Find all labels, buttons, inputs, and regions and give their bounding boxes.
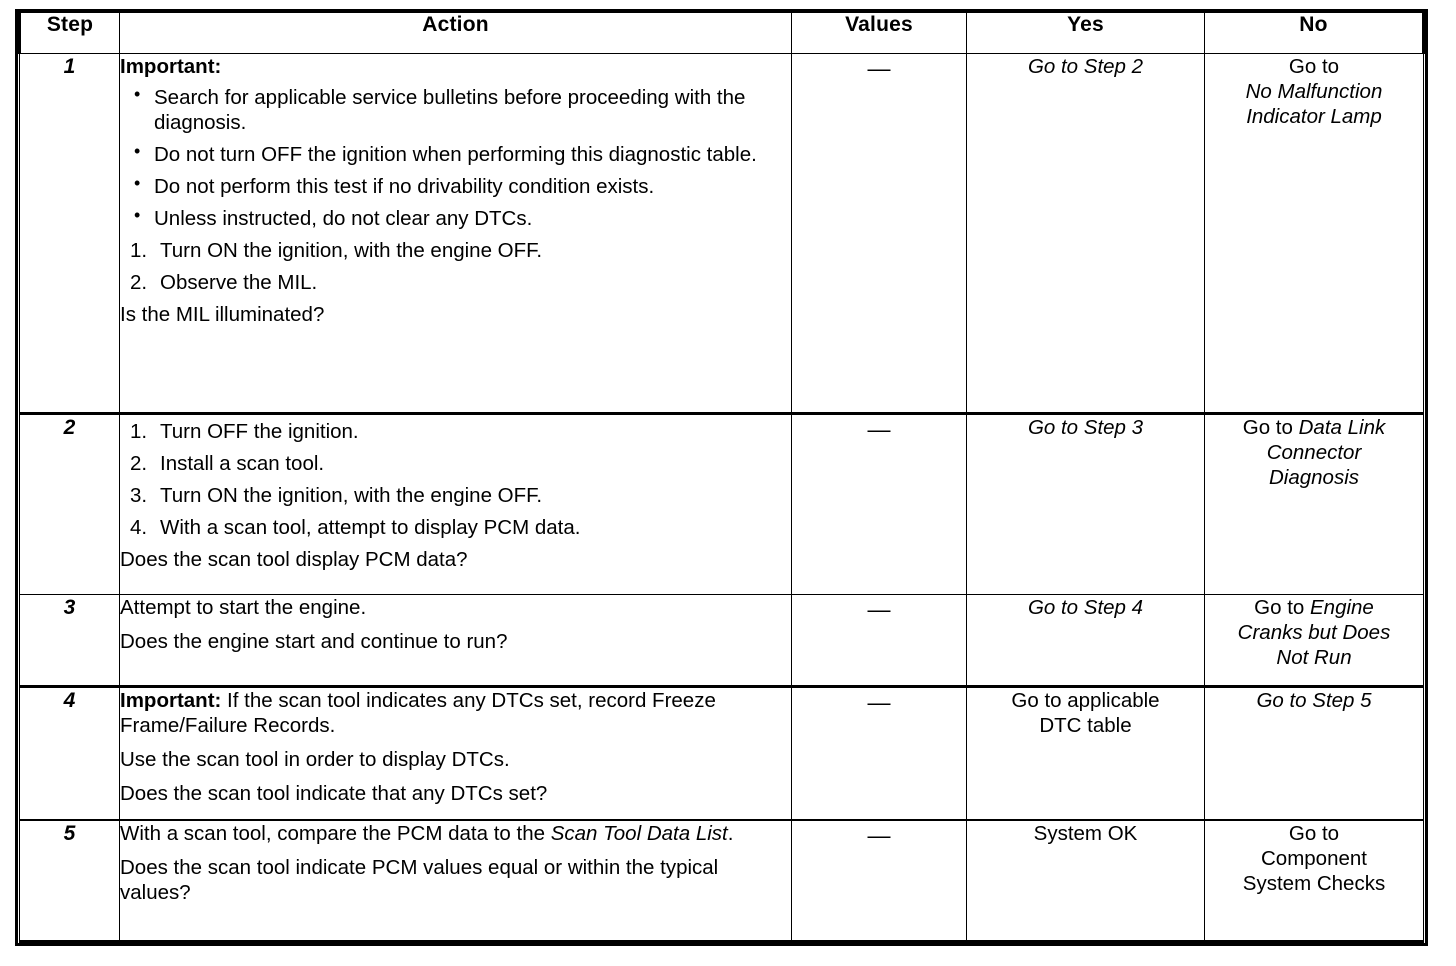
no-line: Indicator Lamp <box>1246 105 1382 128</box>
no-line-prefix: Go to <box>1242 416 1299 439</box>
action-question: Is the MIL illuminated? <box>120 303 325 326</box>
list-item: Do not perform this test if no drivabili… <box>120 173 791 199</box>
numbered-list: Turn ON the ignition, with the engine OF… <box>120 238 791 295</box>
no-line: No Malfunction <box>1245 80 1383 103</box>
yes-line: DTC table <box>1039 714 1132 737</box>
list-item: With a scan tool, attempt to display PCM… <box>130 515 581 540</box>
step-number: 3 <box>19 594 120 688</box>
list-item: Do not turn OFF the ignition when perfor… <box>120 141 791 167</box>
table-row: 5 With a scan tool, compare the PCM data… <box>19 819 1424 943</box>
no-cell: Go to Engine Cranks but Does Not Run <box>1204 594 1424 688</box>
action-cell: With a scan tool, compare the PCM data t… <box>119 819 792 943</box>
column-header-step: Step <box>18 12 120 54</box>
action-lead-tail: . <box>727 821 734 845</box>
action-cell: Attempt to start the engine. Does the en… <box>119 594 792 688</box>
yes-line: Go to Step 3 <box>1027 416 1144 439</box>
values-cell: — <box>791 413 967 595</box>
action-paragraph: Use the scan tool in order to display DT… <box>120 748 510 771</box>
yes-cell: Go to Step 2 <box>966 53 1205 415</box>
no-line-target: Engine <box>1310 596 1374 619</box>
action-question: Does the engine start and continue to ru… <box>120 630 508 653</box>
important-paragraph: Important: If the scan tool indicates an… <box>120 688 791 738</box>
action-cell: Important: If the scan tool indicates an… <box>119 686 792 821</box>
no-cell: Go to Component System Checks <box>1204 819 1424 943</box>
action-paragraph: Attempt to start the engine. <box>120 596 367 619</box>
list-item: Turn ON the ignition, with the engine OF… <box>130 238 543 263</box>
yes-line: Go to Step 2 <box>1027 55 1144 78</box>
numbered-list: Turn OFF the ignition. Install a scan to… <box>120 419 791 540</box>
column-header-yes: Yes <box>966 12 1205 54</box>
yes-line: System OK <box>1033 821 1138 845</box>
important-label: Important: <box>120 689 222 712</box>
values-cell: — <box>791 686 967 821</box>
yes-cell: System OK <box>966 819 1205 943</box>
column-header-action: Action <box>119 12 792 54</box>
important-text: If the scan tool indicates any DTCs set,… <box>120 689 716 737</box>
no-line: Go to <box>1288 55 1340 78</box>
yes-line: Go to applicable <box>1011 689 1160 712</box>
no-line: Cranks but Does <box>1237 621 1391 644</box>
table-body: 1 Important: Search for applicable servi… <box>19 53 1424 943</box>
yes-cell: Go to Step 4 <box>966 594 1205 688</box>
action-question: Does the scan tool display PCM data? <box>120 548 468 571</box>
action-cell: Important: Search for applicable service… <box>119 53 792 415</box>
yes-line: Go to Step 4 <box>1027 596 1144 619</box>
table-row: 2 Turn OFF the ignition. Install a scan … <box>19 413 1424 595</box>
no-cell: Go to Step 5 <box>1204 686 1424 821</box>
header-row: Step Action Values Yes No <box>18 12 1425 54</box>
no-line: Go to Engine <box>1205 595 1423 620</box>
no-cell: Go to Data Link Connector Diagnosis <box>1204 413 1424 595</box>
no-line: System Checks <box>1242 871 1386 895</box>
no-line-target: Data Link <box>1298 416 1386 439</box>
important-label: Important: <box>120 55 222 78</box>
yes-cell: Go to Step 3 <box>966 413 1205 595</box>
table-row: 4 Important: If the scan tool indicates … <box>19 686 1424 821</box>
no-line: Go to Data Link <box>1205 415 1423 440</box>
action-paragraph: With a scan tool, compare the PCM data t… <box>120 821 791 846</box>
action-cell: Turn OFF the ignition. Install a scan to… <box>119 413 792 595</box>
no-line: Connector <box>1266 441 1362 464</box>
no-line: Component <box>1261 846 1367 870</box>
table-row: 3 Attempt to start the engine. Does the … <box>19 594 1424 688</box>
values-cell: — <box>791 594 967 688</box>
action-reference: Scan Tool Data List <box>550 821 728 845</box>
no-line: Go to Step 5 <box>1256 689 1372 712</box>
table-header: Step Action Values Yes No <box>18 12 1425 54</box>
list-item: Install a scan tool. <box>130 451 325 476</box>
step-number: 5 <box>19 819 120 943</box>
diagnostic-system-check-table: Step Action Values Yes No 1 Important: S… <box>15 9 1428 946</box>
values-cell: — <box>791 819 967 943</box>
list-item: Turn OFF the ignition. <box>130 419 359 444</box>
no-cell: Go to No Malfunction Indicator Lamp <box>1204 53 1424 415</box>
step-number: 4 <box>19 686 120 821</box>
column-header-values: Values <box>791 12 967 54</box>
no-line-prefix: Go to <box>1254 596 1310 619</box>
yes-cell: Go to applicable DTC table <box>966 686 1205 821</box>
list-item: Observe the MIL. <box>130 270 318 295</box>
action-question: Does the scan tool indicate that any DTC… <box>120 782 548 805</box>
action-lead-text: With a scan tool, compare the PCM data t… <box>120 821 551 845</box>
table-row: 1 Important: Search for applicable servi… <box>19 53 1424 415</box>
column-header-no: No <box>1204 12 1425 54</box>
list-item: Unless instructed, do not clear any DTCs… <box>120 205 791 231</box>
action-question: Does the scan tool indicate PCM values e… <box>120 855 719 904</box>
list-item: Turn ON the ignition, with the engine OF… <box>130 483 543 508</box>
step-number: 1 <box>19 53 120 415</box>
no-line: Not Run <box>1276 646 1352 669</box>
list-item: Search for applicable service bulletins … <box>120 84 791 135</box>
no-line: Diagnosis <box>1268 466 1360 489</box>
no-line: Go to <box>1288 821 1340 845</box>
values-cell: — <box>791 53 967 415</box>
bullet-list: Search for applicable service bulletins … <box>120 84 791 231</box>
important-heading: Important: <box>120 54 791 79</box>
step-number: 2 <box>19 413 120 595</box>
